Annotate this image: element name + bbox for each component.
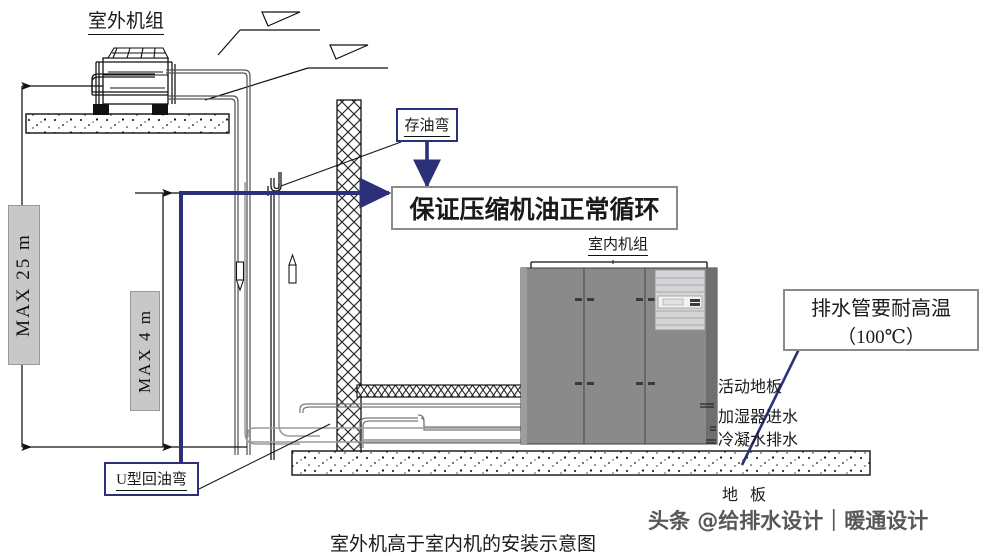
callout-drain-temperature-line1: 排水管要耐高温 bbox=[811, 297, 951, 320]
label-indoor-unit: 室内机组 bbox=[588, 233, 649, 256]
riser-pipe-right bbox=[278, 184, 320, 437]
watermark: 头条 @给排水设计｜暖通设计 bbox=[648, 509, 929, 533]
outdoor-unit-frame bbox=[91, 61, 176, 104]
indoor-unit-cabinet bbox=[520, 261, 718, 445]
callout-compressor-oil-note[interactable]: 保证压缩机油正常循环 bbox=[391, 186, 678, 230]
flow-arrow-up bbox=[288, 253, 297, 284]
label-humidifier-inlet: 加湿器进水 bbox=[718, 409, 799, 426]
oil-trap-detail bbox=[267, 172, 282, 460]
riser-pipe-left bbox=[244, 182, 300, 445]
underfloor-pipe-c bbox=[247, 427, 700, 437]
diagram-caption: 室外机高于室内机的安装示意图 bbox=[330, 534, 597, 555]
dimension-tag-max-4-text: MAX 4 m bbox=[135, 309, 154, 393]
leader-flag-top-1 bbox=[217, 11, 320, 56]
leader-flag-top-2 bbox=[204, 44, 388, 101]
callout-oil-trap-label: 存油弯 bbox=[404, 114, 450, 137]
callout-drain-temperature[interactable]: 排水管要耐高温 （100℃） bbox=[783, 289, 979, 351]
dimension-tag-max-25-text: MAX 25 m bbox=[13, 233, 34, 337]
outdoor-unit-feet bbox=[93, 104, 168, 115]
label-condensate-drain: 冷凝水排水 bbox=[718, 432, 799, 449]
callout-u-trap[interactable]: U型回油弯 bbox=[104, 462, 199, 496]
outdoor-concrete-pad bbox=[25, 113, 230, 134]
u-trap-leader bbox=[198, 423, 331, 490]
label-floor: 地 板 bbox=[722, 487, 771, 504]
wall-section bbox=[336, 99, 362, 466]
dimension-tag-max-4: MAX 4 m bbox=[130, 291, 160, 411]
oil-trap-leader bbox=[280, 141, 402, 187]
label-outdoor-unit: 室外机组 bbox=[88, 6, 165, 35]
underfloor-pipe-b bbox=[299, 403, 700, 413]
callout-drain-temperature-line2: （100℃） bbox=[837, 326, 925, 348]
outdoor-unit-body bbox=[102, 57, 169, 105]
refrigerant-pipe-liquid bbox=[168, 95, 239, 455]
refrigerant-pipe-suction bbox=[166, 69, 251, 455]
outdoor-fan-grille bbox=[107, 47, 169, 59]
indoor-unit-control-panel bbox=[654, 269, 706, 331]
callout-u-trap-label: U型回油弯 bbox=[116, 468, 187, 491]
u-trap-callout-line bbox=[179, 177, 392, 462]
callout-compressor-oil-text: 保证压缩机油正常循环 bbox=[409, 197, 660, 224]
flow-arrow-down bbox=[235, 261, 245, 292]
floor-slab bbox=[291, 450, 871, 476]
dimension-tag-max-25: MAX 25 m bbox=[8, 205, 40, 365]
pipe-label-ticks bbox=[700, 403, 716, 444]
drain-note-leader bbox=[740, 346, 802, 466]
callout-oil-trap[interactable]: 存油弯 bbox=[396, 108, 458, 142]
label-raised-floor: 活动地板 bbox=[718, 379, 783, 396]
humidifier-inlet-pipe bbox=[417, 414, 710, 431]
